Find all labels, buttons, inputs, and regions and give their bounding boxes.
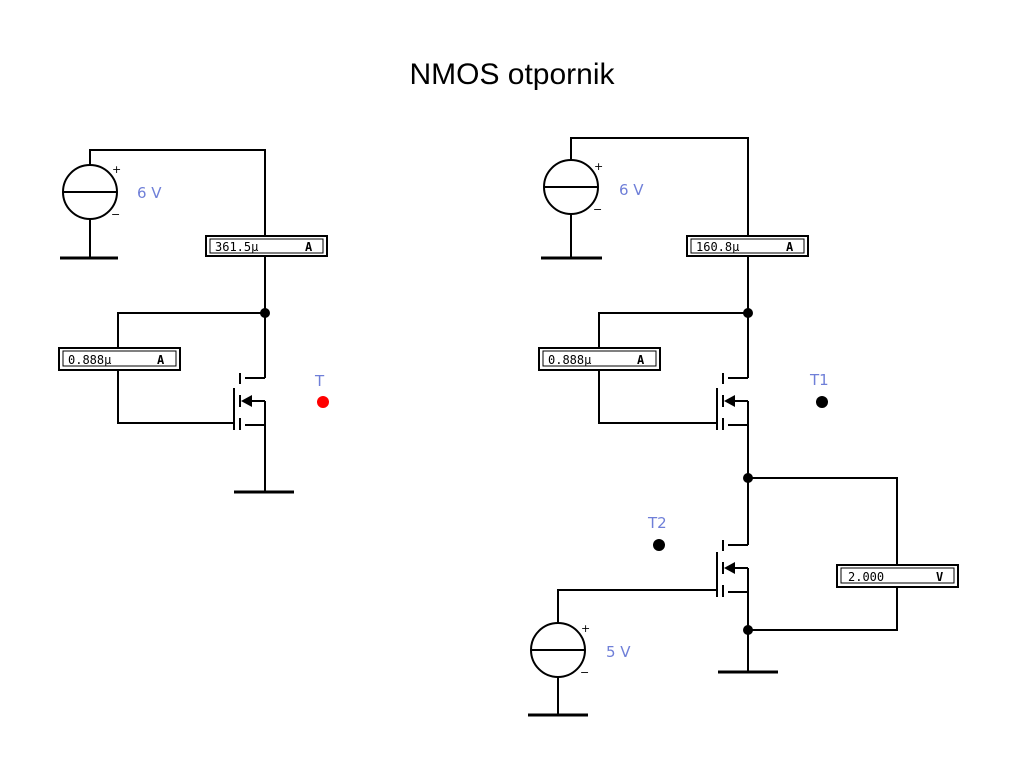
ammeter-right-gate: 0.888µ A [538,347,661,371]
terminal-dot-t[interactable] [317,396,329,408]
ammeter-unit: A [637,353,645,367]
voltmeter: 2.000 V [836,564,959,588]
terminal-label-t: T [314,372,325,390]
terminal-dot-t2[interactable] [653,539,665,551]
ammeter-unit: A [786,240,794,254]
ammeter-left-drain: 361.5µ A [205,235,328,257]
ammeter-right-drain: 160.8µ A [686,235,809,257]
svg-text:−: − [580,666,589,679]
svg-text:+: + [581,622,590,635]
source-voltage-label: 6 V [619,181,644,199]
nmos-transistor-right-upper [716,373,735,430]
voltmeter-reading: 2.000 [848,570,884,584]
svg-text:−: − [111,208,120,221]
ammeter-reading: 0.888µ [68,353,111,367]
source-voltage-label: 5 V [606,643,631,661]
voltage-source-right-top: + − 6 V [543,159,644,216]
junction-node [260,308,270,318]
page-title: NMOS otpornik [409,58,615,91]
junction-node [743,473,753,483]
junction-node [743,308,753,318]
voltage-source-right-bottom: + − 5 V [530,622,631,679]
voltmeter-unit: V [936,570,943,584]
terminal-label-t1: T1 [809,371,829,389]
right-circuit: + − 6 V 160.8µ A 0.888µ A [528,137,959,717]
ammeter-reading: 0.888µ [548,353,591,367]
nmos-transistor-left [233,373,252,430]
ammeter-reading: 361.5µ [215,240,258,254]
svg-text:−: − [593,203,602,216]
ammeter-reading: 160.8µ [696,240,739,254]
junction-node [743,625,753,635]
terminal-label-t2: T2 [647,514,667,532]
voltage-source-left: + − 6 V [62,163,162,221]
left-circuit: + − 6 V 361.5µ A 0.888µ A T [58,149,329,494]
terminal-dot-t1[interactable] [816,396,828,408]
ammeter-unit: A [305,240,313,254]
svg-text:+: + [594,160,603,173]
svg-text:+: + [112,163,121,176]
ammeter-left-gate: 0.888µ A [58,347,181,371]
nmos-transistor-right-lower [716,540,735,597]
ammeter-unit: A [157,353,165,367]
source-voltage-label: 6 V [137,184,162,202]
